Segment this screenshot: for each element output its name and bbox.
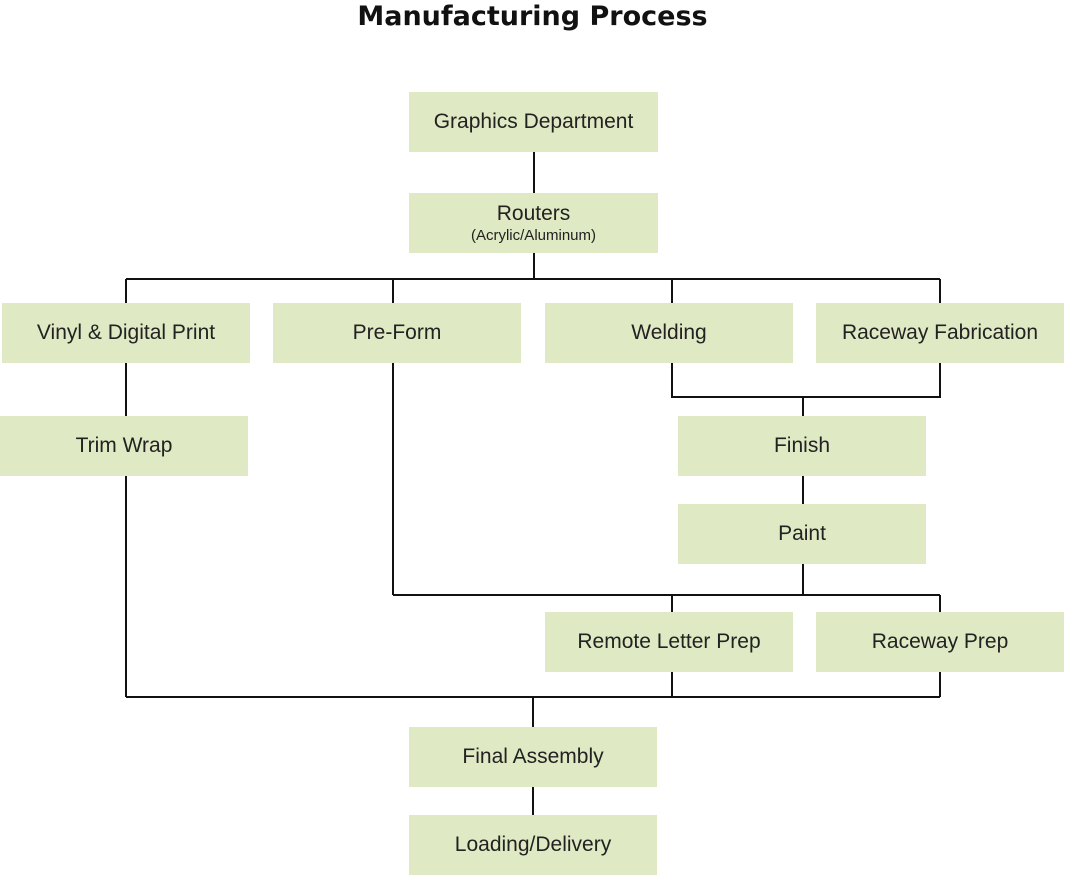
- node-label: Raceway Prep: [871, 630, 1009, 653]
- node-loading-delivery: Loading/Delivery: [409, 815, 657, 875]
- node-graphics-department: Graphics Department: [409, 92, 658, 152]
- node-label: Final Assembly: [462, 745, 604, 768]
- node-paint: Paint: [678, 504, 926, 564]
- node-label: Trim Wrap: [75, 434, 173, 457]
- node-label: Welding: [631, 321, 707, 344]
- node-remote-letter-prep: Remote Letter Prep: [545, 612, 793, 672]
- node-trim-wrap: Trim Wrap: [0, 416, 248, 476]
- node-finish: Finish: [678, 416, 926, 476]
- node-raceway-fabrication: Raceway Fabrication: [816, 303, 1064, 363]
- node-routers: Routers (Acrylic/Aluminum): [409, 193, 658, 253]
- node-label: Routers: [496, 201, 571, 225]
- node-label: Loading/Delivery: [454, 833, 612, 856]
- node-pre-form: Pre-Form: [273, 303, 521, 363]
- node-label: Raceway Fabrication: [841, 321, 1039, 344]
- node-label: Finish: [773, 434, 831, 457]
- node-label: Pre-Form: [352, 321, 442, 344]
- node-label: Graphics Department: [433, 110, 634, 133]
- node-label: Paint: [778, 522, 826, 545]
- connector-welding-raceway-merge: [671, 363, 941, 398]
- node-sublabel: (Acrylic/Aluminum): [470, 226, 596, 244]
- diagram-title: Manufacturing Process: [357, 1, 708, 32]
- node-final-assembly: Final Assembly: [409, 727, 657, 787]
- node-vinyl-digital-print: Vinyl & Digital Print: [2, 303, 250, 363]
- node-raceway-prep: Raceway Prep: [816, 612, 1064, 672]
- node-label: Vinyl & Digital Print: [36, 321, 216, 344]
- node-label: Remote Letter Prep: [577, 630, 761, 653]
- node-welding: Welding: [545, 303, 793, 363]
